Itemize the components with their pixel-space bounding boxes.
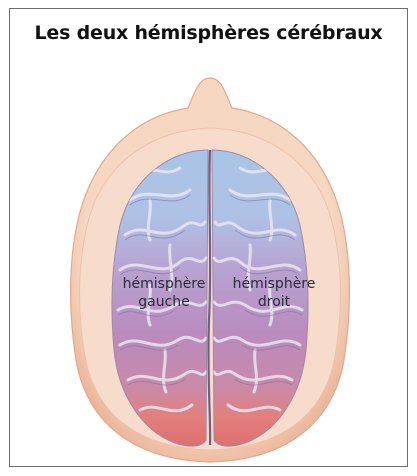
right-label-line2: droit [222, 293, 326, 311]
left-label-line1: hémisphère [112, 275, 216, 293]
left-hemisphere-label: hémisphère gauche [112, 275, 216, 311]
right-hemisphere-label: hémisphère droit [222, 275, 326, 311]
right-label-line1: hémisphère [222, 275, 326, 293]
left-label-line2: gauche [112, 293, 216, 311]
